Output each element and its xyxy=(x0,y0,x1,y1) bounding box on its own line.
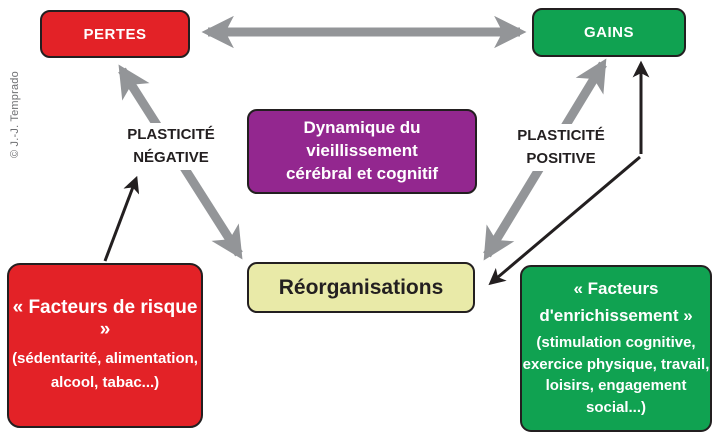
node-facteurs-de-risque: « Facteurs de risque » (sédentarité, ali… xyxy=(7,263,203,428)
node-enrichissement-subtitle-line3: loisirs, engagement xyxy=(545,377,687,395)
node-dynamique-line1: Dynamique du vieillissement xyxy=(303,118,421,161)
arrow-reorganisations-gains-diagonal xyxy=(488,155,641,286)
node-pertes-label: PERTES xyxy=(83,25,147,43)
label-plasticite-negative-line2: NÉGATIVE xyxy=(133,148,209,166)
node-risque-title: « Facteurs de risque » xyxy=(12,297,198,341)
node-dynamique-vieillissement: Dynamique du vieillissement cérébral et … xyxy=(247,109,477,194)
label-plasticite-negative: PLASTICITÉ NÉGATIVE xyxy=(117,123,225,170)
node-gains-label: GAINS xyxy=(583,24,634,41)
label-plasticite-negative-line1: PLASTICITÉ xyxy=(127,126,215,143)
node-reorganisations-label: Réorganisations xyxy=(278,275,444,299)
label-plasticite-positive: PLASTICITÉ POSITIVE xyxy=(507,124,615,171)
label-plasticite-positive-line2: POSITIVE xyxy=(526,149,596,167)
node-pertes: PERTES xyxy=(40,10,190,58)
node-gains: GAINS xyxy=(532,8,686,57)
copyright-attribution: © J.-J. Temprado xyxy=(9,71,21,158)
node-dynamique-line2: cérébral et cognitif xyxy=(285,163,439,183)
node-facteurs-enrichissement: « Facteurs d'enrichissement » (stimulati… xyxy=(520,265,712,432)
arrow-risk-to-pertes xyxy=(103,175,140,262)
node-enrichissement-subtitle-line1: (stimulation cognitive, xyxy=(536,333,696,351)
label-plasticite-positive-line1: PLASTICITÉ xyxy=(517,127,605,144)
node-enrichissement-subtitle-line2: exercice physique, travail, xyxy=(522,355,710,373)
node-reorganisations: Réorganisations xyxy=(247,262,475,313)
node-enrichissement-title-line1: « Facteurs xyxy=(573,279,659,299)
node-risque-subtitle-line1: (sédentarité, alimentation, xyxy=(12,350,198,368)
node-enrichissement-title-line2: d'enrichissement » xyxy=(539,306,693,325)
node-risque-subtitle-line2: alcool, tabac...) xyxy=(50,373,160,391)
node-enrichissement-subtitle-line4: social...) xyxy=(585,399,647,417)
